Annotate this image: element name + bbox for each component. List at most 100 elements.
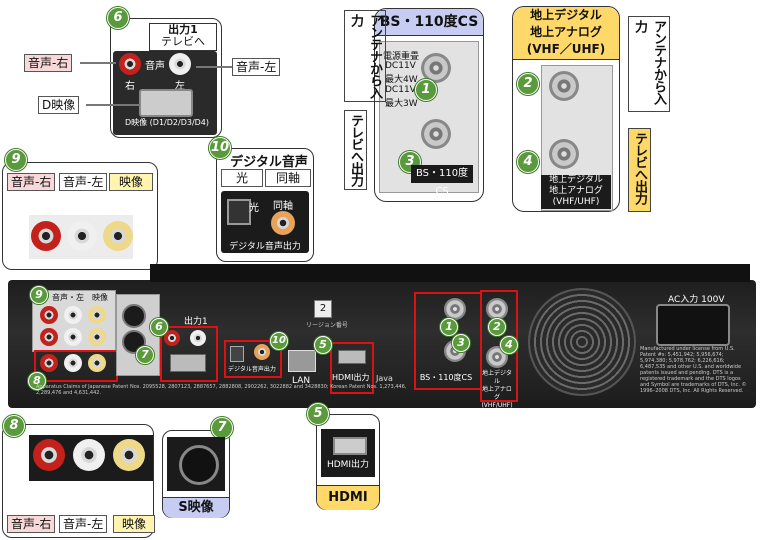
input8-video: 映像 [113,515,155,533]
rear-number-8: 8 [28,372,46,390]
rear-hdmi-highlight [330,342,374,394]
rear-coaxial[interactable] [254,344,270,360]
rear-number-1: 1 [440,318,458,336]
rear-number-2: 2 [488,318,506,336]
rear-in9-red[interactable] [40,306,58,324]
bs-cs-title: BS・110度CS [375,9,483,36]
audio-right-label: 音声-右 [24,54,73,72]
rear-out-red[interactable] [164,330,180,346]
rear-optical[interactable] [230,346,244,362]
terrestrial-callout: 地上デジタル 地上アナログ (VHF／UHF) 2 4 地上デジタル 地上アナロ… [512,6,620,212]
terrestrial-antenna-input-jack[interactable] [549,71,579,101]
left-label: 左 [175,81,185,92]
terrestrial-antenna-vlabel: アンテナから入力 [628,16,670,112]
digital-audio-callout: 10 デジタル音声 光 同軸 光 同軸 デジタル音声出力 [209,137,314,262]
callout-number-8: 8 [3,415,25,437]
bs-dc-label: DC11V [385,61,416,71]
rear-number-6: 6 [150,318,168,336]
rear-bs-antenna[interactable] [444,298,466,320]
rear-region-mark: 2 [314,300,332,318]
input9-video: 映像 [109,173,153,191]
input8-audio-right: 音声-右 [7,515,56,533]
coaxial-jack[interactable] [271,211,295,235]
hdmi-title: HDMI [317,485,379,510]
rear-output-label: 出力1 [184,317,208,327]
d-output-callout: 6 出力1 テレビへ 音声 右 左 D映像 (D1/D2/D3/D4) [107,7,222,138]
callout-number-9: 9 [5,149,27,171]
output1-title-box: 出力1 テレビへ [149,23,217,51]
rear-hdmi-port[interactable] [338,350,366,364]
rear-terr-label-1: 地上デジタル [482,370,512,385]
rear-in9-white-2[interactable] [64,328,82,346]
rear-number-3: 3 [452,334,470,352]
rear-in8-white[interactable] [64,354,82,372]
terrestrial-title-3: (VHF／UHF) [526,42,606,56]
rear-terr-antenna[interactable] [486,298,508,320]
rear-terr-label: 地上デジタル 地上アナログ (VHF/UHF) [480,370,514,410]
rear-in8-red[interactable] [40,354,58,372]
terrestrial-title-2: 地上アナログ [530,25,602,39]
rear-out-white[interactable] [190,330,206,346]
rear-svideo-jack[interactable] [122,304,146,328]
callout-number-5: 5 [307,403,329,425]
terrestrial-port-2: 地上アナログ [549,186,603,196]
callout-number-10: 10 [209,137,231,159]
svideo-jack[interactable] [179,445,219,485]
terrestrial-tv-output-jack[interactable] [549,139,579,169]
input9-video-jack[interactable] [103,221,133,251]
rear-panel-top-edge [150,264,750,282]
right-label: 右 [125,81,135,92]
rear-in9-red-2[interactable] [40,328,58,346]
audio-right-jack[interactable] [119,53,141,75]
bs-port-label: BS・110度CS [411,165,473,197]
rear-in9-yellow-2[interactable] [88,328,106,346]
rear-number-9: 9 [30,286,48,304]
optical-inner-label: 光 [249,203,259,214]
input8-callout: 8 音声-右 音声-左 映像 [2,415,155,538]
rear-patent-text: Apparatus Claims of Japanese Patent Nos.… [36,384,407,396]
terrestrial-title-1: 地上デジタル [530,8,602,22]
audio-left-jack[interactable] [169,53,191,75]
rear-number-10: 10 [270,332,288,350]
rear-in8-yellow[interactable] [88,354,106,372]
rear-dts-text: Manufactured under license from U.S. Pat… [640,346,747,394]
input9-audio-right: 音声-右 [7,173,56,191]
rear-d-video[interactable] [170,354,206,372]
digital-audio-title: デジタル音声 [230,155,308,170]
rear-in9-yellow[interactable] [88,306,106,324]
rear-number-4: 4 [500,336,518,354]
callout-number-7: 7 [211,417,233,439]
d-video-connector-label: D映像 (D1/D2/D3/D4) [124,118,210,127]
bs-tv-output-jack[interactable] [421,119,451,149]
rear-region-label: リージョン番号 [306,322,348,329]
audio-left-label: 音声-左 [232,58,281,76]
input8-video-jack[interactable] [113,439,145,471]
rear-ac-label: AC入力 100V [668,295,725,305]
rear-video-header: 映像 [92,293,108,302]
bs-dc2-label: DC11V [385,85,416,95]
bs-cs-callout: BS・110度CS 電源重畳 DC11V 最大4W DC11V 最大3W 1 3… [374,8,484,202]
rear-bs-label: BS・110度CS [419,373,473,382]
input9-audio-right-jack[interactable] [31,221,61,251]
optical-jack[interactable] [227,199,251,225]
callout-number-2: 2 [517,73,539,95]
digital-audio-footer: デジタル音声出力 [229,242,301,252]
rear-lan-label: LAN [292,376,311,386]
hdmi-port[interactable] [333,437,367,455]
rear-in9-white[interactable] [64,306,82,324]
bs-antenna-input-jack[interactable] [421,53,451,83]
rear-fan-grille [528,288,636,396]
input8-audio-left-jack[interactable] [73,439,105,471]
rear-number-5: 5 [314,336,332,354]
coaxial-inner-label: 同軸 [273,201,293,212]
input9-audio-left-jack[interactable] [67,221,97,251]
input8-audio-right-jack[interactable] [33,439,65,471]
arrow-d-video [86,104,140,106]
input9-callout: 9 音声-右 音声-左 映像 [2,149,158,270]
d-video-connector[interactable] [139,89,193,117]
rear-lan-port[interactable] [288,350,316,372]
rear-ac-inlet[interactable] [656,304,730,346]
terrestrial-port-1: 地上デジタル [549,175,603,185]
terrestrial-title-box: 地上デジタル 地上アナログ (VHF／UHF) [513,7,619,60]
rear-java-logo: Java [376,374,393,383]
